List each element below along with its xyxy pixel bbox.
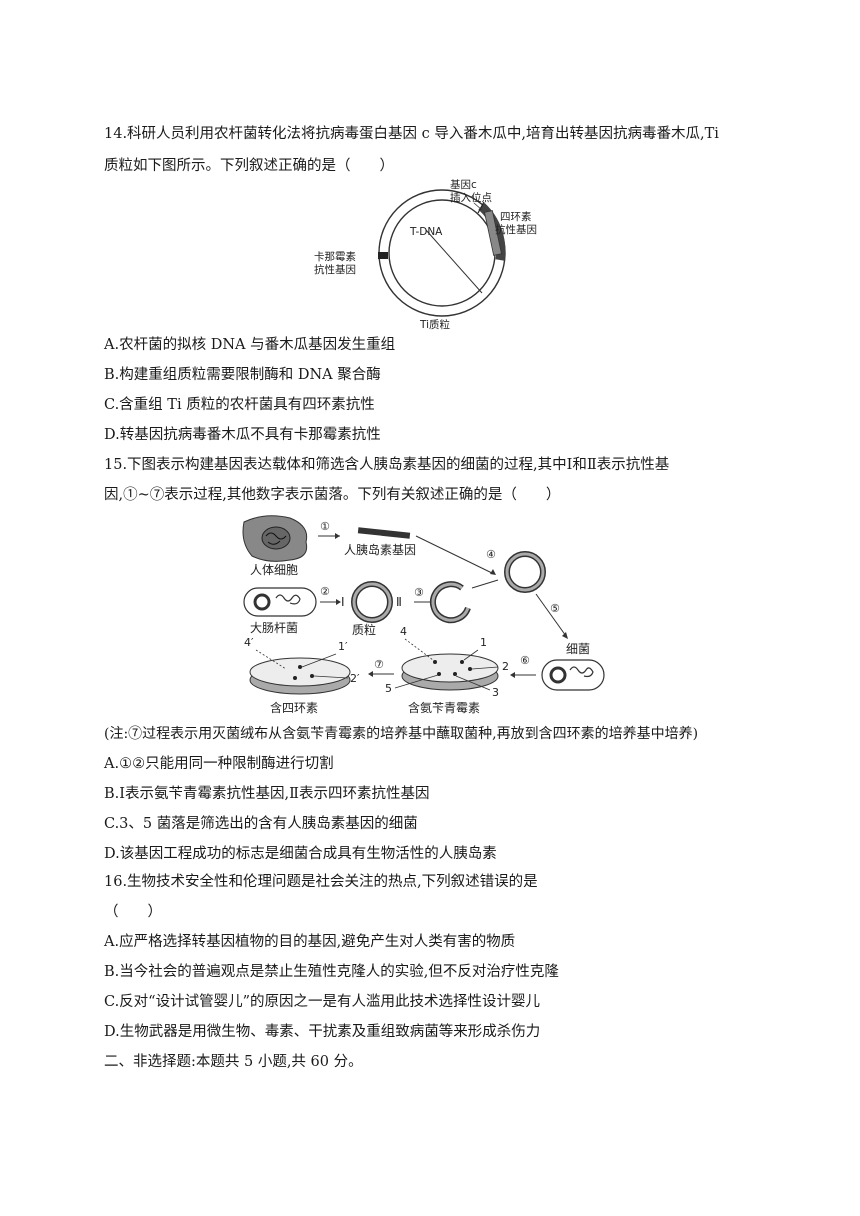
human-cell-label: 人体细胞: [250, 563, 298, 577]
tdna-boundary: [477, 201, 485, 214]
q14-option-b: B.构建重组质粒需要限制酶和 DNA 聚合酶: [104, 367, 381, 383]
q14-option-a: A.农杆菌的拟核 DNA 与番木瓜基因发生重组: [104, 337, 396, 353]
tetracycline-gene-block: [484, 210, 502, 256]
ecoli-label: 大肠杆菌: [250, 621, 298, 635]
colony-2p-label: 2′: [350, 672, 360, 685]
q16-option-b: B.当今社会的普遍观点是禁止生殖性克隆人的实验,但不反对治疗性克隆: [104, 964, 559, 980]
kanamycin-label-2: 抗性基因: [314, 263, 356, 276]
ampicillin-plate-top: [401, 653, 499, 683]
colony-1-label: 1: [480, 636, 487, 649]
insulin-gene-bar: [357, 527, 411, 539]
q14-stem-line2: 质粒如下图所示。下列叙述正确的是（ ）: [104, 158, 394, 174]
colony-4-label: 4: [400, 625, 407, 638]
bacteria-label: 细菌: [566, 642, 590, 656]
ti-plasmid-figure: 基因c 插入位点 T-DNA 四环素 抗性基因 卡那霉素 抗性基因 Ti质粒: [314, 178, 537, 331]
q15-note: (注:⑦过程表示用灭菌绒布从含氨苄青霉素的培养基中蘸取菌种,再放到含四环素的培养…: [104, 726, 699, 742]
tetracycline-label-1: 四环素: [500, 210, 532, 223]
insert-site-label-2: 插入位点: [450, 191, 492, 204]
colony-3-label: 3: [492, 686, 499, 699]
q15-option-c: C.3、5 菌落是筛选出的含有人胰岛素基因的细菌: [104, 816, 418, 832]
q16-option-c: C.反对“设计试管婴儿”的原因之一是有人滥用此技术选择性设计婴儿: [104, 994, 541, 1010]
gene-II-label: Ⅱ: [396, 595, 402, 609]
q15-stem-line2: 因,①~⑦表示过程,其他数字表示菌落。下列有关叙述正确的是（ ）: [104, 487, 561, 503]
q16-stem-line2: （ ）: [104, 904, 162, 920]
step-5-label: ⑤: [550, 602, 560, 615]
insert-site-label-1: 基因c: [450, 178, 477, 191]
step-1-label: ①: [320, 520, 330, 533]
colony-4p-label: 4′: [244, 636, 254, 649]
q15-option-a: A.①②只能用同一种限制酶进行切割: [104, 756, 334, 772]
tetracycline-medium-label: 含四环素: [270, 700, 318, 715]
insulin-gene-label: 人胰岛素基因: [344, 542, 416, 557]
tetracycline-label-2: 抗性基因: [495, 223, 537, 236]
tdna-label: T-DNA: [409, 226, 443, 238]
colony-5-label: 5: [385, 682, 392, 695]
kanamycin-gene-block: [378, 252, 388, 259]
gene-I-label: Ⅰ: [341, 595, 345, 609]
q16-option-d: D.生物武器是用微生物、毒素、干扰素及重组致病菌等来形成杀伤力: [104, 1024, 541, 1040]
plasmid-label: 质粒: [352, 622, 376, 637]
step-6-label: ⑥: [520, 654, 530, 667]
human-cell-nucleus: [261, 526, 291, 550]
tetracycline-plate-top: [249, 657, 351, 687]
colony-2-label: 2: [502, 660, 509, 673]
q15-option-d: D.该基因工程成功的标志是细菌合成具有生物活性的人胰岛素: [104, 846, 497, 862]
step-7-label: ⑦: [374, 658, 384, 671]
q16-option-a: A.应严格选择转基因植物的目的基因,避免产生对人类有害的物质: [104, 934, 516, 950]
q14-stem-line1: 14.科研人员利用农杆菌转化法将抗病毒蛋白基因 c 导入番木瓜中,培育出转基因抗…: [104, 126, 719, 142]
tdna-diagonal: [425, 229, 483, 294]
ti-plasmid-caption: Ti质粒: [419, 318, 451, 331]
ampicillin-medium-label: 含氨苄青霉素: [408, 700, 480, 715]
q14-option-c: C.含重组 Ti 质粒的农杆菌具有四环素抗性: [104, 397, 375, 413]
q15-stem-line1: 15.下图表示构建基因表达载体和筛选含人胰岛素基因的细菌的过程,其中Ⅰ和Ⅱ表示抗…: [104, 457, 670, 473]
section-2-heading: 二、非选择题:本题共 5 小题,共 60 分。: [104, 1054, 363, 1070]
q16-stem-line1: 16.生物技术安全性和伦理问题是社会关注的热点,下列叙述错误的是: [104, 874, 538, 890]
step-2-label: ②: [320, 585, 330, 598]
q15-option-b: B.Ⅰ表示氨苄青霉素抗性基因,Ⅱ表示四环素抗性基因: [104, 786, 430, 802]
colony-1p-label: 1′: [338, 640, 348, 653]
step-3-label: ③: [414, 586, 424, 599]
q14-option-d: D.转基因抗病毒番木瓜不具有卡那霉素抗性: [104, 427, 381, 443]
kanamycin-label-1: 卡那霉素: [314, 250, 356, 263]
step-4-label: ④: [486, 548, 496, 561]
gene-vector-figure: 人体细胞 ① 人胰岛素基因 ④ ⑤ 细菌 ⑥ 大肠杆菌 ② Ⅰ 质粒 Ⅱ ③: [242, 515, 605, 715]
